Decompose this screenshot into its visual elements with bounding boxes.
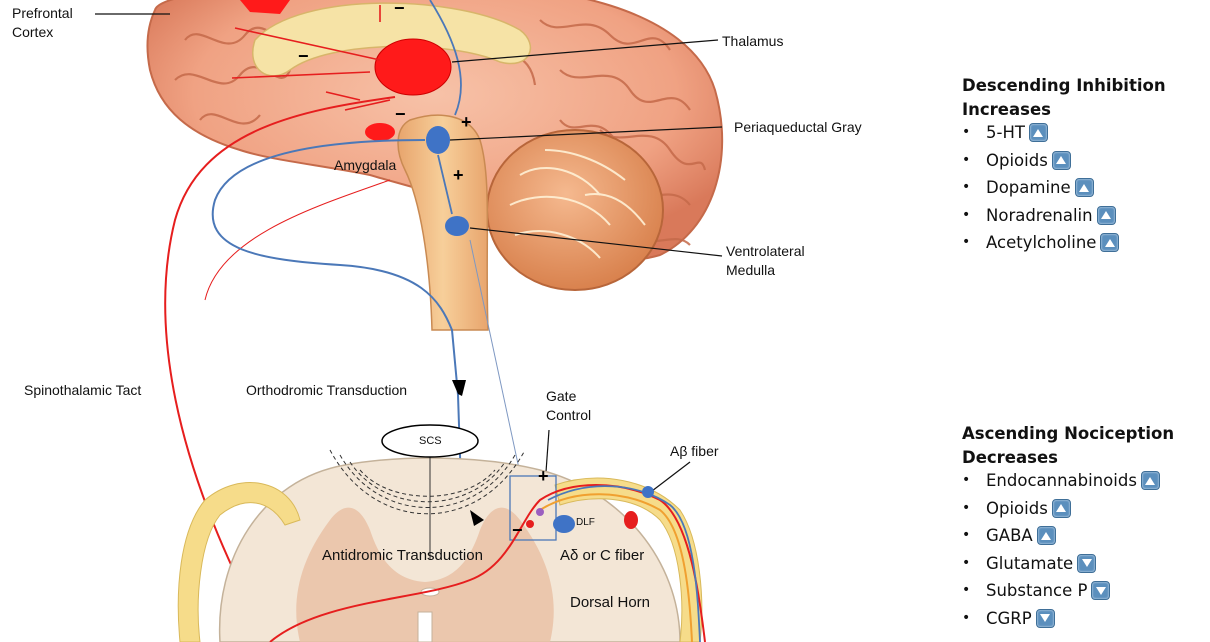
list-item: •Glutamate	[962, 550, 1174, 578]
label-abeta-fiber: Aβ fiber	[670, 443, 719, 459]
label-antidromic-transduction: Antidromic Transduction	[322, 547, 483, 564]
list-item: •Endocannabinoids	[962, 467, 1174, 495]
descending-list: •5-HT •Opioids •Dopamine •Noradrenalin •…	[962, 119, 1166, 257]
abeta-node	[642, 486, 654, 498]
ascending-subtitle: Decreases	[962, 447, 1058, 467]
up-arrow-icon	[1140, 471, 1160, 491]
up-arrow-icon	[1051, 150, 1071, 170]
up-arrow-icon	[1036, 526, 1056, 546]
plus-sign-gate: +	[538, 466, 549, 486]
descending-title: Descending Inhibition	[962, 76, 1166, 95]
cortical-red-arrows	[231, 5, 391, 111]
minus-sign-top: −	[394, 0, 405, 18]
label-prefrontal-cortex: Prefrontal Cortex	[12, 5, 73, 40]
spinothalamic-red-path	[164, 96, 396, 642]
label-spinothalamic-tact: Spinothalamic Tact	[24, 382, 142, 398]
up-arrow-icon	[1028, 123, 1048, 143]
adelta-red-fiber	[269, 484, 706, 642]
list-item: •Opioids	[962, 495, 1174, 523]
label-periaqueductal-gray: Periaqueductal Gray	[734, 119, 862, 135]
label-amygdala: Amygdala	[334, 157, 397, 173]
label-dlf: DLF	[576, 517, 595, 528]
gray-matter	[296, 507, 554, 642]
label-thalamus: Thalamus	[722, 33, 784, 49]
orthodromic-arrow	[452, 380, 466, 396]
list-item: •CGRP	[962, 605, 1174, 633]
central-canal	[417, 611, 433, 642]
minus-sign-left: −	[298, 46, 309, 66]
up-arrow-icon	[1100, 233, 1120, 253]
down-arrow-icon	[1091, 581, 1111, 601]
leader-lines	[95, 13, 723, 492]
scs-electrode	[381, 424, 479, 458]
plus-sign-vlm: +	[453, 165, 464, 185]
list-item: •Opioids	[962, 147, 1166, 175]
label-scs: SCS	[419, 435, 442, 447]
up-arrow-icon	[1096, 205, 1116, 225]
dlf-node	[553, 515, 575, 533]
up-arrow-icon	[1074, 178, 1094, 198]
list-item: •Acetylcholine	[962, 229, 1166, 257]
amygdala-structure	[365, 123, 395, 141]
antidromic-arrow	[470, 510, 484, 526]
scs-field	[329, 449, 526, 515]
label-gate-control: Gate Control	[546, 388, 592, 423]
descending-blue-arrows	[429, 0, 462, 215]
ascending-nociception-panel: Ascending Nociception Decreases •Endocan…	[962, 420, 1174, 632]
label-orthodromic-transduction: Orthodromic Transduction	[246, 382, 408, 398]
left-nerve-root	[177, 482, 301, 642]
up-arrow-icon	[1051, 498, 1071, 518]
label-dorsal-horn: Dorsal Horn	[570, 594, 651, 611]
brainstem	[397, 114, 489, 331]
plus-sign-pag: +	[461, 112, 472, 132]
cerebellum-folia	[509, 149, 646, 259]
ascending-title: Ascending Nociception	[962, 424, 1175, 443]
corpus-callosum	[252, 2, 531, 77]
list-item: •5-HT	[962, 119, 1166, 147]
adelta-node	[624, 511, 638, 529]
minus-sign-amygdala: −	[395, 104, 406, 124]
label-ventrolateral-medulla: Ventrolateral Medulla	[726, 243, 805, 278]
list-item: •Dopamine	[962, 174, 1166, 202]
gate-control-box	[509, 475, 557, 541]
down-arrow-icon	[1035, 608, 1055, 628]
pag-node	[426, 126, 450, 154]
descending-subtitle: Increases	[962, 99, 1051, 119]
vlm-node	[445, 216, 469, 236]
blue-loop-path	[211, 139, 475, 521]
ascending-list: •Endocannabinoids •Opioids •GABA •Glutam…	[962, 467, 1174, 632]
list-item: •Substance P	[962, 577, 1174, 605]
thalamus-structure	[374, 38, 452, 96]
list-item: •GABA	[962, 522, 1174, 550]
descending-inhibition-panel: Descending Inhibition Increases •5-HT •O…	[962, 72, 1166, 257]
down-arrow-icon	[1077, 553, 1097, 573]
label-adelta-c-fiber: Aδ or C fiber	[560, 547, 645, 564]
list-item: •Noradrenalin	[962, 202, 1166, 230]
minus-sign-gate: −	[512, 520, 523, 540]
